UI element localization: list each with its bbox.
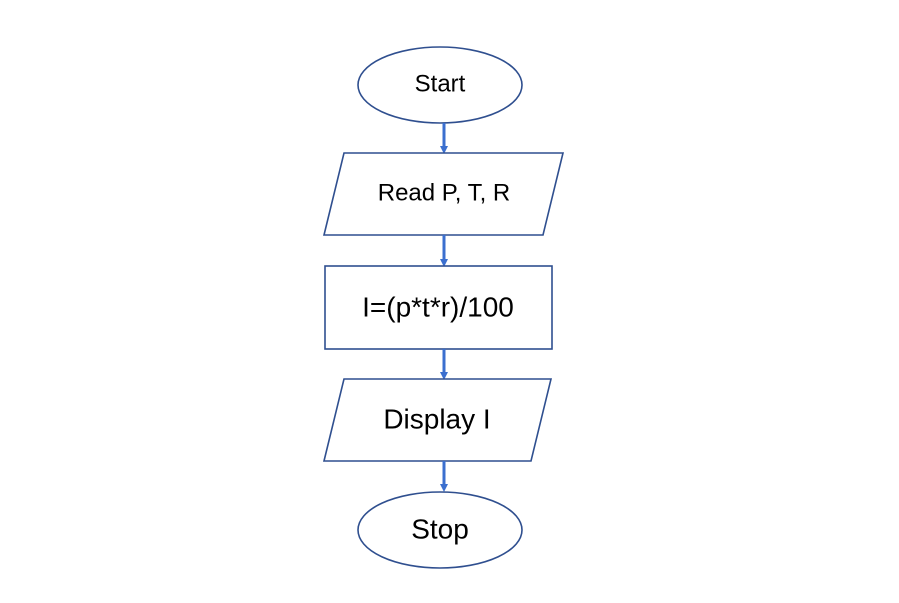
stop-ellipse — [357, 491, 523, 569]
input-node: Read P, T, R — [322, 152, 565, 236]
input-label: Read P, T, R — [378, 179, 511, 206]
start-ellipse — [357, 46, 523, 124]
input-parallelogram — [322, 152, 565, 236]
process-label: I=(p*t*r)/100 — [362, 291, 514, 322]
output-parallelogram — [322, 378, 553, 462]
start-terminal: Start — [357, 46, 523, 124]
stop-terminal: Stop — [357, 491, 523, 569]
output-label: Display I — [383, 403, 490, 434]
process-node: I=(p*t*r)/100 — [324, 265, 553, 350]
process-rectangle — [324, 265, 553, 350]
start-label: Start — [415, 70, 466, 97]
output-node: Display I — [322, 378, 553, 462]
stop-label: Stop — [411, 513, 469, 544]
